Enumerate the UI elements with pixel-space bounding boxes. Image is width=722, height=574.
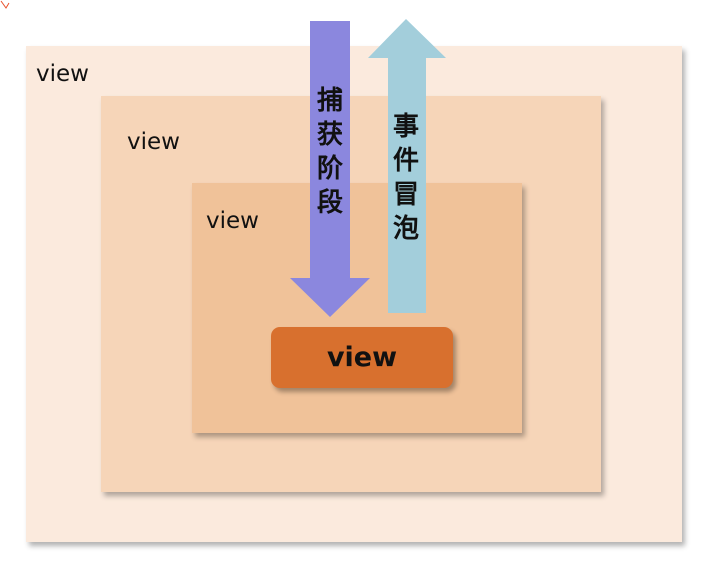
capture-phase-label: 捕 获 阶 段 (316, 86, 343, 218)
target-view-label: view (326, 342, 398, 373)
inner-view-label: view (206, 208, 259, 234)
corner-mark-icon (0, 0, 10, 9)
outer-view-label: view (36, 61, 89, 87)
middle-view-label: view (127, 129, 180, 155)
target-view-box: view (271, 327, 453, 388)
inner-view-box: view (192, 183, 522, 433)
bubble-phase-label: 事 件 冒 泡 (392, 112, 419, 244)
